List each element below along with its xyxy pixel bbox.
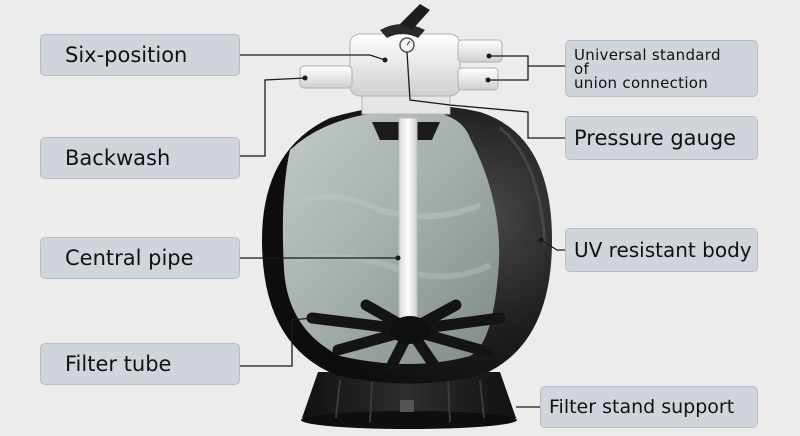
union-line-3: union connection bbox=[574, 73, 709, 92]
uv-body-text: UV resistant body bbox=[574, 238, 752, 262]
leader-lines bbox=[240, 51, 565, 408]
backwash-label: Backwash bbox=[40, 137, 240, 179]
six-position-label: Six-position bbox=[40, 34, 240, 76]
pressure-gauge-label: Pressure gauge bbox=[565, 116, 758, 160]
leader-dots bbox=[302, 53, 544, 321]
central-pipe-label: Central pipe bbox=[40, 237, 240, 279]
filter-stand-text: Filter stand support bbox=[549, 396, 735, 418]
six-position-valve bbox=[299, 4, 503, 115]
six-position-text: Six-position bbox=[65, 43, 188, 67]
backwash-text: Backwash bbox=[65, 146, 171, 170]
central-pipe-text: Central pipe bbox=[65, 246, 194, 270]
pressure-gauge-text: Pressure gauge bbox=[574, 126, 737, 150]
filter-tube-label: Filter tube bbox=[40, 343, 240, 385]
union-connection-label: Universal standard of union connection bbox=[565, 40, 758, 97]
union-line-1: Universal standard bbox=[574, 45, 721, 64]
uv-body-label: UV resistant body bbox=[565, 228, 758, 272]
filter-tube-text: Filter tube bbox=[65, 352, 172, 376]
filter-stand-label: Filter stand support bbox=[540, 386, 758, 428]
filter-stand bbox=[301, 372, 517, 429]
union-line-2: of bbox=[574, 59, 590, 78]
qr-mark bbox=[400, 400, 414, 412]
lateral-hub bbox=[390, 316, 430, 344]
central-pipe bbox=[398, 117, 418, 319]
